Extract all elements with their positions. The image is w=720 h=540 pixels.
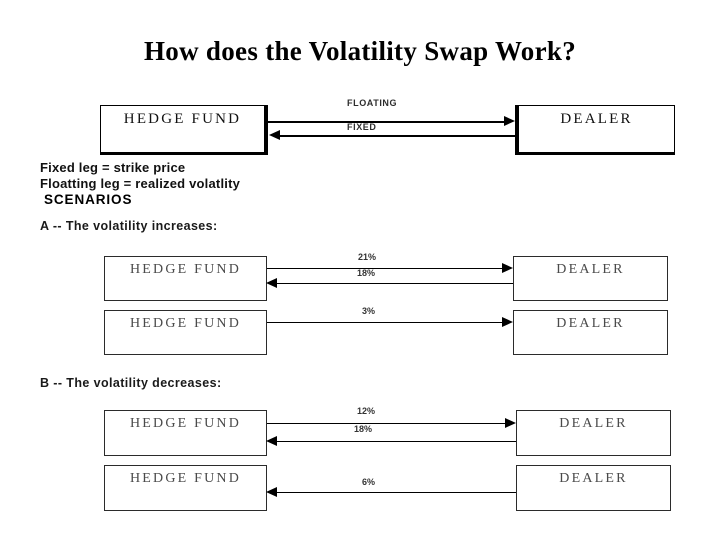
- arrowhead-right-a-net: [502, 317, 513, 327]
- node-label: HEDGE FUND: [123, 111, 242, 127]
- node-label: DEALER: [559, 471, 628, 486]
- node-dealer-b-net: DEALER: [516, 465, 671, 511]
- node-label: DEALER: [560, 111, 633, 127]
- node-label: HEDGE FUND: [129, 316, 242, 331]
- flow-line-a-top: [267, 268, 503, 269]
- node-label: DEALER: [556, 316, 625, 331]
- node-hedge-fund-b-gross: HEDGE FUND: [104, 410, 267, 456]
- node-label: DEALER: [556, 262, 625, 277]
- node-label: HEDGE FUND: [129, 471, 242, 486]
- node-dealer-b-gross: DEALER: [516, 410, 671, 456]
- arrowhead-left-b-net: [266, 487, 277, 497]
- flow-label-floating: FLOATING: [347, 98, 398, 108]
- flow-line-b-net: [277, 492, 516, 493]
- arrowhead-right-a-top: [502, 263, 513, 273]
- flow-value-b-top: 12%: [357, 406, 376, 416]
- node-hedge-fund-b-net: HEDGE FUND: [104, 465, 267, 511]
- flow-line-b-bottom: [277, 441, 516, 442]
- flow-value-a-bottom: 18%: [357, 268, 376, 278]
- arrowhead-right-floating: [504, 116, 515, 126]
- node-hedge-fund-base: HEDGE FUND: [100, 105, 268, 155]
- flow-line-a-net: [267, 322, 503, 323]
- flow-line-a-bottom: [277, 283, 513, 284]
- scenarios-heading: SCENARIOS: [44, 192, 133, 207]
- scenario-a-case-label: A -- The volatility increases:: [40, 219, 218, 233]
- node-dealer-a-net: DEALER: [513, 310, 668, 355]
- flow-line-b-top: [267, 423, 506, 424]
- node-label: HEDGE FUND: [129, 416, 242, 431]
- flow-line-fixed: [280, 135, 515, 137]
- arrowhead-left-b-bottom: [266, 436, 277, 446]
- flow-value-a-net: 3%: [362, 306, 376, 316]
- definition-fixed-leg: Fixed leg = strike price: [40, 160, 186, 175]
- node-dealer-base: DEALER: [515, 105, 675, 155]
- flow-value-b-bottom: 18%: [354, 424, 373, 434]
- flow-value-b-net: 6%: [362, 477, 376, 487]
- node-label: DEALER: [559, 416, 628, 431]
- arrowhead-left-fixed: [269, 130, 280, 140]
- node-dealer-a-gross: DEALER: [513, 256, 668, 301]
- arrowhead-right-b-top: [505, 418, 516, 428]
- node-hedge-fund-a-gross: HEDGE FUND: [104, 256, 267, 301]
- page-title: How does the Volatility Swap Work?: [143, 36, 577, 66]
- flow-line-floating: [268, 121, 504, 123]
- definition-floating-leg: Floatting leg = realized volatlity: [40, 176, 241, 191]
- node-hedge-fund-a-net: HEDGE FUND: [104, 310, 267, 355]
- arrowhead-left-a-bottom: [266, 278, 277, 288]
- flow-label-fixed: FIXED: [347, 122, 377, 132]
- scenario-b-case-label: B -- The volatility decreases:: [40, 376, 222, 390]
- node-label: HEDGE FUND: [129, 262, 242, 277]
- flow-value-a-top: 21%: [358, 252, 377, 262]
